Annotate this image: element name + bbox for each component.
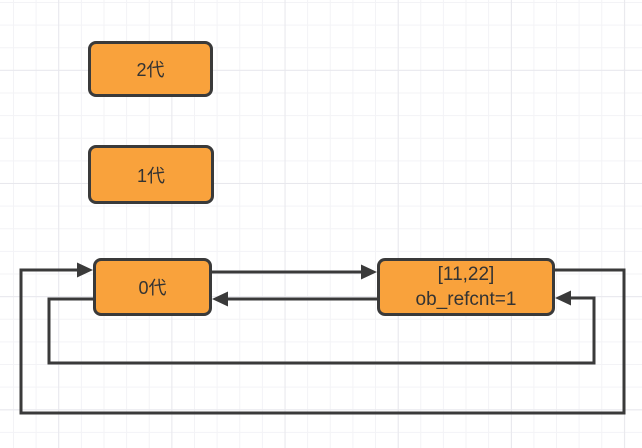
node-generation-2-label: 2代 — [136, 60, 165, 80]
node-generation-0-label: 0代 — [138, 278, 167, 298]
node-generation-0: 0代 — [93, 258, 212, 316]
edge-list-to-gen0 — [212, 291, 377, 307]
node-generation-2: 2代 — [88, 41, 213, 97]
node-generation-1: 1代 — [88, 145, 214, 204]
node-list-object-refcount: ob_refcnt=1 — [415, 289, 517, 310]
node-list-object: [11,22] ob_refcnt=1 — [377, 258, 555, 316]
node-list-object-value: [11,22] — [437, 264, 495, 285]
edge-gen0-to-list — [212, 264, 377, 280]
node-generation-1-label: 1代 — [136, 165, 165, 186]
